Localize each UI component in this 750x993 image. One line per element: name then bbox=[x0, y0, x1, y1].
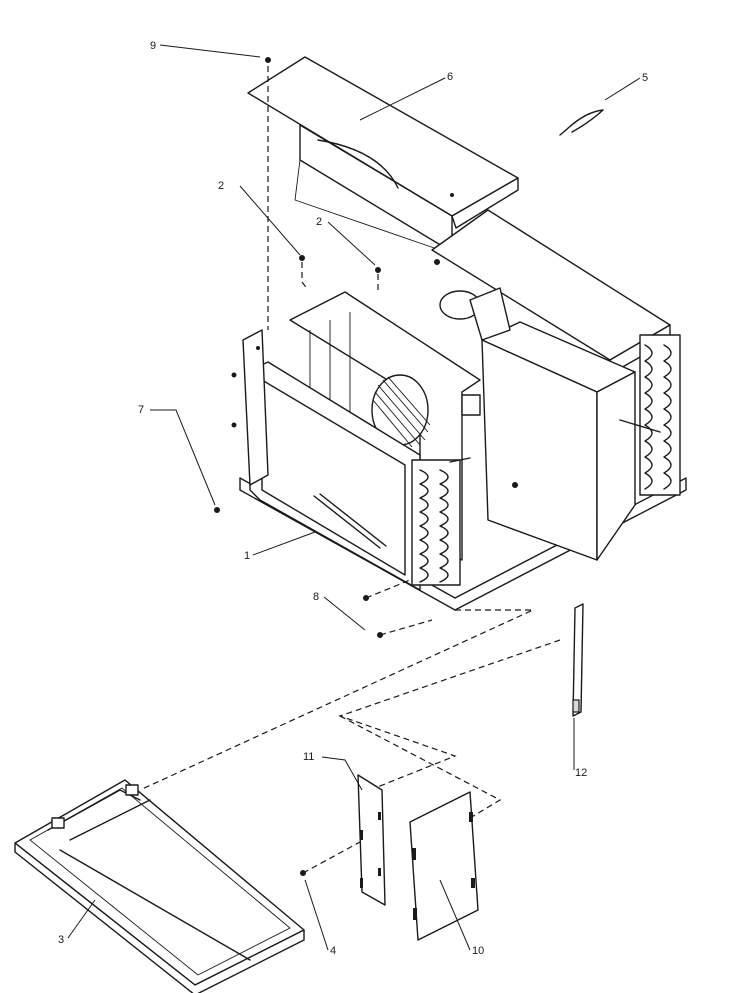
callout-2a: 2 bbox=[218, 180, 224, 192]
callout-4: 4 bbox=[330, 945, 336, 957]
callout-9: 9 bbox=[150, 40, 156, 52]
callout-10: 10 bbox=[472, 945, 484, 957]
callout-7: 7 bbox=[138, 404, 144, 416]
callout-12: 12 bbox=[575, 767, 587, 779]
part-3-drain-pan bbox=[14, 779, 305, 993]
callout-2b: 2 bbox=[316, 216, 322, 228]
callout-6: 6 bbox=[447, 71, 453, 83]
part-5-clip bbox=[559, 109, 604, 136]
part-6-top-cover bbox=[247, 56, 519, 253]
callout-5: 5 bbox=[642, 72, 648, 84]
callout-8: 8 bbox=[313, 591, 319, 603]
part-12-seal-strip bbox=[572, 603, 584, 717]
callout-1: 1 bbox=[244, 550, 250, 562]
screw-7 bbox=[214, 507, 220, 513]
callout-labels: 9 6 5 2 2 7 1 8 11 12 3 4 10 bbox=[58, 40, 648, 957]
leader-lines bbox=[67, 44, 641, 951]
callout-11: 11 bbox=[303, 751, 314, 763]
callout-3: 3 bbox=[58, 934, 64, 946]
screw-9 bbox=[265, 57, 271, 63]
screw-2a bbox=[299, 255, 305, 261]
part-10-curtain-panel bbox=[409, 791, 479, 941]
part-1-evaporator-coil bbox=[249, 361, 471, 591]
chassis bbox=[239, 209, 687, 611]
screw-2b bbox=[375, 267, 381, 273]
assembly-lines bbox=[139, 66, 561, 874]
left-side-bracket bbox=[231, 329, 269, 486]
part-11-curtain-bracket bbox=[357, 774, 386, 906]
